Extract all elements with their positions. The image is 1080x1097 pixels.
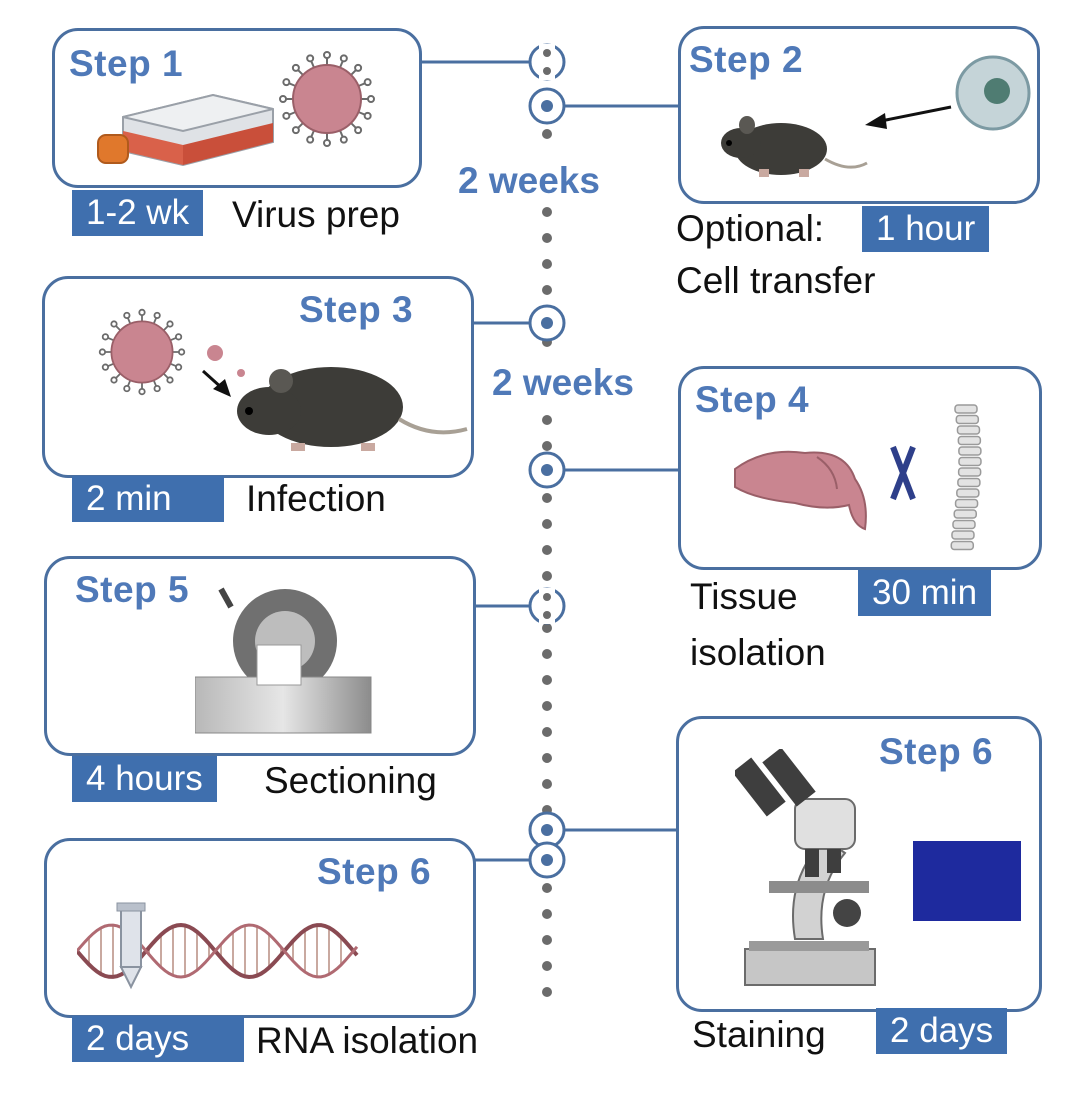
interval-label-1: 2 weeks bbox=[458, 160, 600, 201]
step1-duration-badge: 1-2 wk bbox=[72, 190, 204, 236]
step4-label-line1: Tissue bbox=[690, 576, 798, 617]
cell-icon bbox=[955, 55, 1031, 131]
step5-label: Sectioning bbox=[264, 760, 437, 801]
arrow-icon bbox=[201, 345, 245, 397]
step3-title: Step 3 bbox=[299, 289, 414, 330]
step3-box: Step 3 bbox=[42, 276, 474, 478]
step6-staining-label: Staining bbox=[692, 1014, 826, 1055]
microscope-icon bbox=[735, 749, 876, 986]
step2-duration-badge: 1 hour bbox=[862, 206, 990, 252]
mouse-icon bbox=[721, 116, 868, 177]
step6-rna-title: Step 6 bbox=[317, 851, 432, 892]
rna-strand-icon bbox=[77, 902, 359, 990]
culture-flask-icon bbox=[97, 93, 274, 167]
virus-icon bbox=[279, 51, 375, 147]
step1-label: Virus prep bbox=[232, 194, 400, 235]
step6-staining-duration-badge: 2 days bbox=[876, 1008, 1008, 1054]
step2-label-line1: Optional: bbox=[676, 208, 825, 249]
step6-staining-box: Step 6 bbox=[676, 716, 1042, 1012]
step2-label-line2: Cell transfer bbox=[676, 260, 876, 301]
step2-box: Step 2 bbox=[678, 26, 1040, 204]
arrow-icon bbox=[865, 105, 952, 129]
step1-box: Step 1 bbox=[52, 28, 422, 188]
step4-title: Step 4 bbox=[695, 379, 810, 420]
step1-title: Step 1 bbox=[69, 43, 184, 84]
step5-duration-badge: 4 hours bbox=[72, 756, 217, 802]
step4-label-line2: isolation bbox=[690, 632, 826, 673]
step3-label: Infection bbox=[246, 478, 386, 519]
virus-icon bbox=[98, 308, 186, 396]
step4-box: Step 4 bbox=[678, 366, 1042, 570]
step6-rna-box: Step 6 bbox=[44, 838, 476, 1018]
mouse-icon bbox=[237, 367, 468, 451]
step4-duration-badge: 30 min bbox=[858, 570, 992, 616]
cryostat-icon bbox=[195, 587, 372, 734]
fluorescence-image-icon bbox=[913, 841, 1021, 921]
interval-label-2: 2 weeks bbox=[492, 362, 634, 403]
spinal-cord-icon bbox=[950, 404, 982, 551]
lymph-node-icon bbox=[890, 445, 916, 501]
step2-title: Step 2 bbox=[689, 39, 804, 80]
step6-rna-label: RNA isolation bbox=[256, 1020, 479, 1061]
tube-icon bbox=[116, 902, 146, 990]
step5-box: Step 5 bbox=[44, 556, 476, 756]
step5-title: Step 5 bbox=[75, 569, 190, 610]
step6-rna-duration-badge: 2 days bbox=[72, 1016, 244, 1062]
step3-duration-badge: 2 min bbox=[72, 476, 224, 522]
step6-staining-title: Step 6 bbox=[879, 731, 994, 772]
brain-icon bbox=[734, 450, 867, 531]
